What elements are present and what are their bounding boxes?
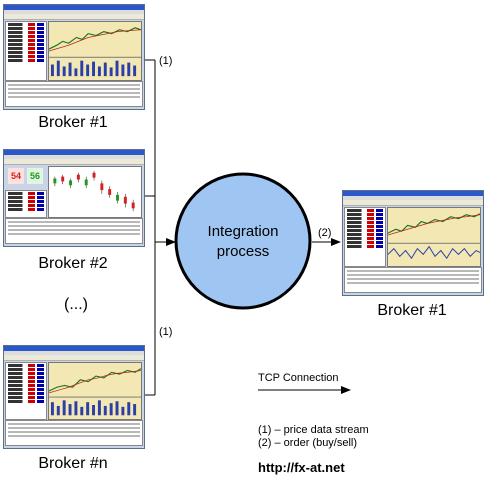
window-titlebar <box>343 191 483 196</box>
bid-quote: 54 <box>8 168 24 184</box>
broker-2-screenshot: 54 56 <box>3 149 145 247</box>
stream-label-top: (1) <box>159 55 173 67</box>
window-toolbar <box>343 200 483 206</box>
broker-1-label: Broker #1 <box>38 114 108 131</box>
order-edge-label: (2) <box>318 227 332 239</box>
ask-quote: 56 <box>27 168 43 184</box>
order-panel <box>5 190 47 218</box>
broker-n-label: Broker #n <box>38 455 108 472</box>
site-url: http://fx-at.net <box>258 460 345 475</box>
broker-1-screenshot <box>3 4 145 110</box>
market-watch-panel <box>5 362 47 420</box>
legend-order: (2) – order (buy/sell) <box>258 437 358 449</box>
window-toolbar <box>4 159 144 165</box>
terminal-panel <box>5 81 143 107</box>
process-label-line1: Integration <box>207 223 279 240</box>
more-brokers-ellipsis: (...) <box>64 296 88 313</box>
window-menubar <box>343 196 483 200</box>
window-titlebar <box>4 5 144 10</box>
window-titlebar <box>4 150 144 155</box>
window-menubar <box>4 351 144 355</box>
terminal-panel <box>5 218 143 244</box>
window-menubar <box>4 155 144 159</box>
legend-tcp-label: TCP Connection <box>258 372 339 384</box>
broker-n-screenshot <box>3 345 145 449</box>
target-broker-label: Broker #1 <box>377 302 447 319</box>
market-watch-panel <box>344 207 386 267</box>
integration-process-node <box>174 172 312 310</box>
broker-2-label: Broker #2 <box>38 255 108 272</box>
price-chart <box>48 362 142 420</box>
terminal-panel <box>5 420 143 446</box>
legend-price-stream: (1) – price data stream <box>258 424 369 436</box>
window-toolbar <box>4 355 144 361</box>
integration-process-label: Integration process <box>176 222 310 262</box>
process-label-line2: process <box>216 243 270 260</box>
window-titlebar <box>4 346 144 351</box>
market-watch-panel <box>5 21 47 81</box>
terminal-panel <box>344 267 482 293</box>
price-chart <box>48 21 142 81</box>
price-chart <box>387 207 481 267</box>
stream-label-bottom: (1) <box>159 326 173 338</box>
window-menubar <box>4 10 144 14</box>
window-toolbar <box>4 14 144 20</box>
candlestick-chart <box>48 166 142 218</box>
target-broker-screenshot <box>342 190 484 296</box>
